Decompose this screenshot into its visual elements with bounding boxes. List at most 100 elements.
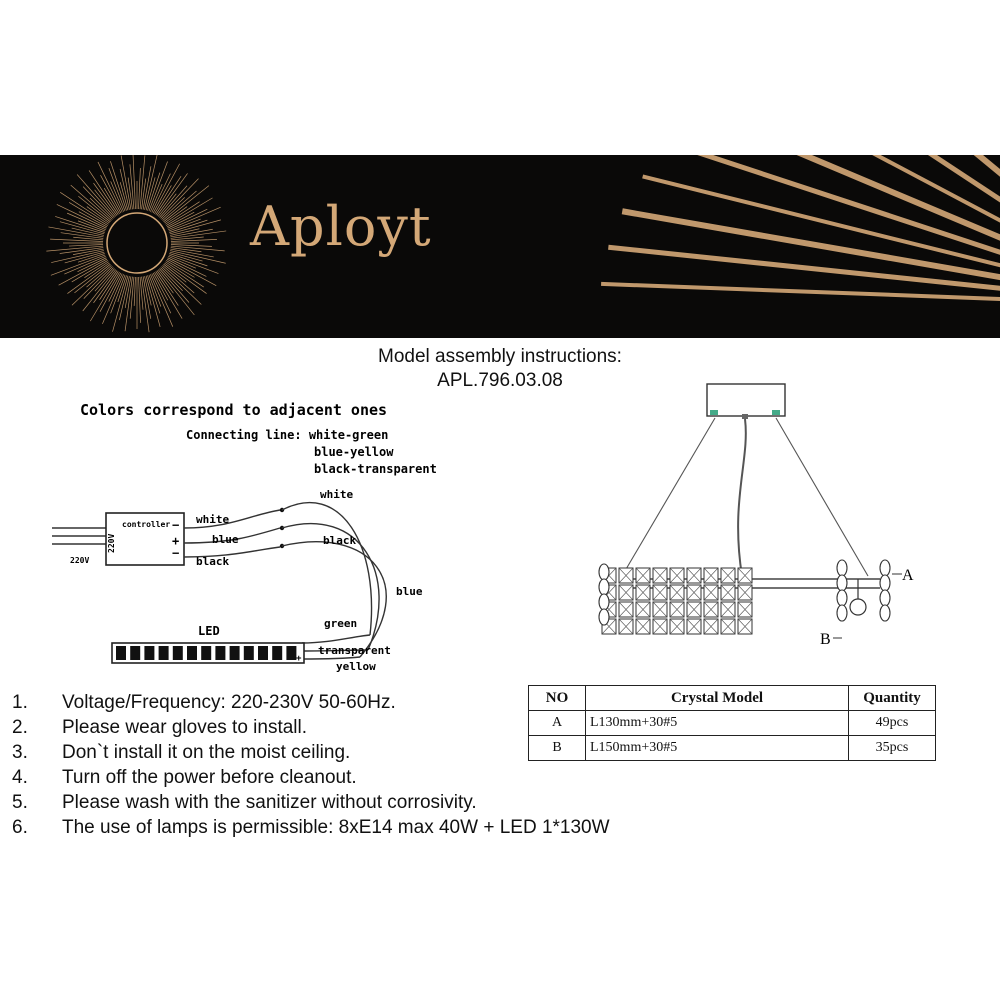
list-item: 4.Turn off the power before cleanout.	[12, 767, 357, 788]
crystal-facet	[652, 618, 668, 635]
green-label: green	[324, 617, 357, 630]
minus-terminal-2: −	[172, 546, 179, 560]
crystal-facet	[720, 601, 736, 618]
led-chip	[258, 646, 268, 660]
crystal-facet	[652, 567, 668, 584]
crystal-facet	[737, 618, 753, 635]
led-chip	[144, 646, 155, 660]
brand-banner	[0, 155, 1000, 338]
crystal-facet	[652, 601, 668, 618]
crystal-block-a	[601, 567, 753, 635]
pair-blue-yellow: blue-yellow	[314, 445, 394, 459]
crystal-facet	[703, 584, 719, 601]
led-plus: +	[296, 654, 302, 664]
instructions-heading: Model assembly instructions:	[378, 346, 622, 367]
canopy-terminal-2	[772, 410, 780, 415]
crystal-drop	[836, 559, 848, 577]
crystal-facet	[686, 584, 702, 601]
crystal-facet	[703, 601, 719, 618]
crystal-facet	[635, 618, 651, 635]
led-chip	[201, 646, 212, 660]
crystal-drop	[879, 604, 891, 622]
transparent-label: transparent	[318, 644, 391, 657]
blue-label-left: blue	[212, 533, 239, 546]
controller-voltage: 220V	[107, 534, 116, 553]
crystal-facet	[686, 567, 702, 584]
blue-arc	[281, 541, 387, 658]
led-chip	[116, 646, 126, 660]
crystal-drop	[879, 559, 891, 577]
blue-label-arc: blue	[396, 585, 423, 598]
black-label-arc: black	[323, 534, 356, 547]
sun-rays-decoration	[601, 155, 1000, 301]
led-chip	[130, 646, 141, 660]
instruction-list: 1.Voltage/Frequency: 220-230V 50-60Hz. 2…	[12, 690, 610, 840]
crystal-drop	[879, 589, 891, 607]
brand-logo-text: Aployt	[250, 195, 432, 258]
led-chips	[116, 646, 297, 660]
led-chip	[243, 646, 254, 660]
crystal-facet	[635, 584, 651, 601]
list-item: 5.Please wash with the sanitizer without…	[12, 792, 477, 813]
sun-logo-icon	[46, 155, 227, 333]
header-model: Crystal Model	[585, 685, 849, 711]
white-label-arc: white	[320, 488, 353, 501]
crystal-strands-b	[598, 559, 891, 626]
crystal-facet	[635, 567, 651, 584]
white-wire-out	[183, 509, 281, 529]
canopy-cable-entry	[742, 414, 748, 419]
crystal-drop	[598, 563, 610, 581]
table-row: A L130mm+30#5 49pcs	[528, 710, 936, 736]
crystal-facet	[618, 567, 634, 584]
crystal-drop	[879, 574, 891, 592]
crystal-table: NO Crystal Model Quantity A L130mm+30#5 …	[528, 685, 936, 761]
crystal-drop	[598, 593, 610, 611]
crystal-facet	[669, 584, 685, 601]
led-chip	[229, 646, 240, 660]
crystal-facet	[635, 601, 651, 618]
suspension-wire-left	[621, 417, 716, 577]
list-item: 1.Voltage/Frequency: 220-230V 50-60Hz.	[12, 692, 396, 713]
led-chip	[215, 646, 226, 660]
wiring-diagram: Colors correspond to adjacent ones Conne…	[52, 401, 437, 673]
power-cable	[737, 418, 747, 577]
crystal-facet	[720, 584, 736, 601]
wiring-title: Colors correspond to adjacent ones	[80, 401, 387, 419]
crystal-facet	[737, 584, 753, 601]
controller-box	[105, 512, 185, 566]
led-chip	[172, 646, 183, 660]
crystal-facet	[686, 601, 702, 618]
crystal-drop	[598, 608, 610, 626]
bulb-icon	[849, 598, 867, 616]
crystal-facet	[618, 584, 634, 601]
black-label-left: black	[196, 555, 229, 568]
black-arc	[281, 522, 380, 651]
blue-wire-out	[183, 527, 281, 544]
crystal-facet	[703, 618, 719, 635]
black-wire-out	[183, 546, 281, 558]
led-chip	[286, 646, 297, 660]
crystal-facet	[720, 618, 736, 635]
sunburst-graphic	[46, 155, 1000, 333]
crystal-facet	[618, 601, 634, 618]
input-voltage-label: 220V	[70, 556, 89, 565]
crystal-drop	[836, 574, 848, 592]
plus-terminal: +	[172, 534, 179, 548]
label-b: B	[820, 631, 831, 648]
crystal-facet	[686, 618, 702, 635]
table-row: B L150mm+30#5 35pcs	[528, 735, 936, 761]
crystal-facet	[618, 618, 634, 635]
led-label: LED	[198, 624, 220, 638]
list-item: 6.The use of lamps is permissible: 8xE14…	[12, 817, 610, 838]
canopy-terminal	[710, 410, 718, 415]
crystal-drop	[598, 578, 610, 596]
crystal-facet	[669, 618, 685, 635]
list-item: 3.Don`t install it on the moist ceiling.	[12, 742, 351, 763]
led-chip	[272, 646, 283, 660]
connecting-line-label: Connecting line: white-green	[186, 428, 388, 442]
led-chip	[158, 646, 169, 660]
list-item: 2.Please wear gloves to install.	[12, 717, 308, 738]
header-quantity: Quantity	[848, 685, 936, 711]
white-arc	[281, 501, 373, 636]
led-leads	[301, 634, 371, 660]
